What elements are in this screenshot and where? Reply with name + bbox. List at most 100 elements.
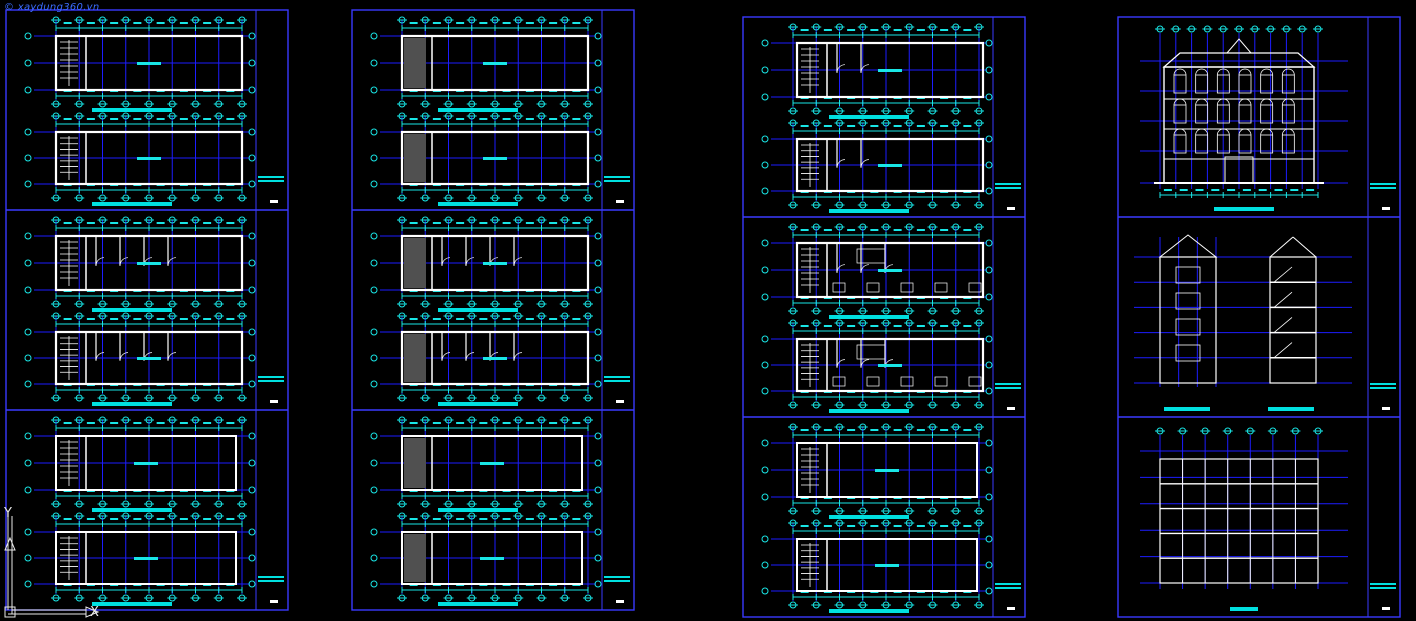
title-block-name [995, 387, 1021, 389]
furniture-block [856, 248, 886, 264]
grid-bubble [594, 554, 602, 562]
grid-bubble [761, 561, 769, 569]
room-label [483, 62, 507, 65]
title-block-name [258, 576, 284, 578]
title-block-name [995, 583, 1021, 585]
window [1216, 134, 1230, 154]
window-arch [1216, 68, 1230, 76]
grid-bubble [24, 32, 32, 40]
dimension-text [525, 118, 534, 120]
door-swing [884, 264, 894, 273]
window-arch [1260, 68, 1274, 76]
narrow-facade [1159, 256, 1217, 384]
grid-bubble [370, 259, 378, 267]
drawing-sheet [5, 9, 289, 611]
wall-outline [795, 137, 985, 193]
plan-title-bar [829, 115, 909, 119]
dimension-text [156, 118, 165, 120]
window [1260, 104, 1274, 124]
pediment [1225, 38, 1253, 54]
dimension-text [823, 429, 832, 431]
dimension-text [133, 222, 142, 224]
grid-bubble [761, 93, 769, 101]
dimension-text [800, 125, 809, 127]
grid-bubble [248, 380, 256, 388]
grid-bubble [594, 354, 602, 362]
grid-bubble [370, 59, 378, 67]
dimension-text [940, 429, 949, 431]
title-block-name [995, 587, 1021, 589]
dimension-text [456, 518, 465, 520]
dimension-text [847, 229, 856, 231]
dimension-text [870, 525, 879, 527]
dimension-text [479, 118, 488, 120]
window [1175, 344, 1201, 362]
window [1281, 104, 1295, 124]
grid-bubble [985, 293, 993, 301]
dimension-text [525, 22, 534, 24]
grid-bubble [985, 587, 993, 595]
wall-outline [401, 435, 583, 491]
dimension-text [110, 222, 119, 224]
grid-bubble [594, 259, 602, 267]
grid-bubble [248, 459, 256, 467]
dimension-text [1211, 189, 1220, 191]
dimension-text [133, 318, 142, 320]
dimension-text [502, 318, 511, 320]
dimension-text [963, 525, 972, 527]
dimension-text [179, 422, 188, 424]
window [1216, 74, 1230, 94]
room-label [480, 462, 504, 465]
dimension-text [940, 325, 949, 327]
room-label [480, 557, 504, 560]
dimension-text [800, 229, 809, 231]
sheet-number [1382, 207, 1390, 210]
dimension-text [479, 22, 488, 24]
dimension-text [502, 118, 511, 120]
title-block-name [604, 576, 630, 578]
dimension-text [63, 118, 72, 120]
dimension-text [456, 222, 465, 224]
wall-outline [400, 234, 590, 292]
grid-bubble [594, 180, 602, 188]
dimension-text [893, 325, 902, 327]
window-arch [1281, 68, 1295, 76]
door-swing [513, 352, 523, 361]
dimension-text [456, 422, 465, 424]
dimension-text [847, 429, 856, 431]
section-stair [1273, 291, 1293, 308]
window [1175, 292, 1201, 310]
grid-bubble [248, 180, 256, 188]
door-swing [836, 159, 846, 168]
dimension-text [940, 125, 949, 127]
window-arch [1238, 98, 1252, 106]
grid-bubble [985, 439, 993, 447]
grid-bubble [985, 535, 993, 543]
grid-bubble [985, 335, 993, 343]
dimension-text [409, 118, 418, 120]
dimension-text [1163, 189, 1172, 191]
room-label [137, 62, 161, 65]
dimension-text [549, 518, 558, 520]
dimension-text [1195, 189, 1204, 191]
grid-bubble [24, 232, 32, 240]
stair-area-fill [404, 134, 426, 182]
plan-title-bar [438, 202, 518, 206]
wall-outline [55, 531, 237, 585]
dimension-text [133, 22, 142, 24]
dimension-text [63, 318, 72, 320]
door-swing [119, 257, 129, 266]
dimension-text [409, 22, 418, 24]
drawing-title-bar [1230, 607, 1258, 611]
plan-title-bar [829, 409, 909, 413]
grid-bubble [248, 580, 256, 588]
room-label [878, 164, 902, 167]
title-block-name [258, 580, 284, 582]
window [1175, 318, 1201, 336]
title-block-name [604, 380, 630, 382]
dimension-text [156, 22, 165, 24]
door-swing [836, 64, 846, 73]
wall-outline [55, 435, 237, 491]
